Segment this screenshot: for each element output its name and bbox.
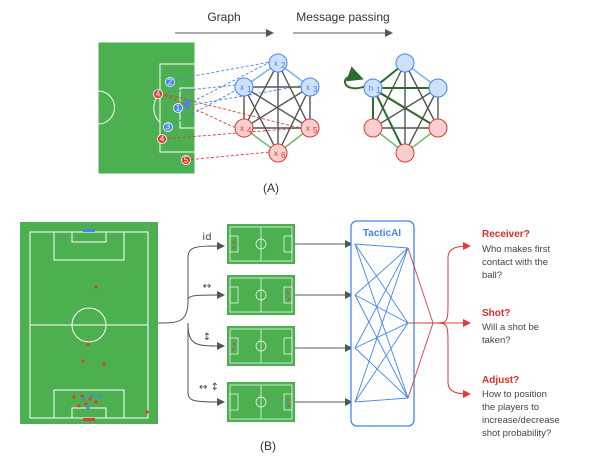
svg-text:taken?: taken? — [482, 335, 511, 346]
mini-pitch-4 — [227, 382, 295, 422]
svg-text:3: 3 — [313, 85, 318, 94]
graph-right: h 1 — [343, 53, 448, 163]
variant-connector — [157, 245, 223, 403]
node-red — [363, 118, 383, 138]
defender-marker — [157, 134, 167, 144]
attacker-marker — [163, 122, 173, 132]
blue-dashed-links — [167, 61, 301, 127]
svg-text:x: x — [274, 149, 278, 158]
question-receiver: Receiver? Who makes first contact with t… — [482, 229, 550, 281]
svg-text:ball?: ball? — [482, 270, 502, 281]
part-a: Graph Message passing — [97, 10, 448, 195]
mini-pitch-1 — [227, 224, 295, 264]
full-pitch — [20, 222, 158, 424]
svg-text:Will a shot be: Will a shot be — [482, 322, 539, 333]
svg-text:x: x — [306, 83, 310, 92]
svg-text:Adjust?: Adjust? — [482, 375, 519, 386]
defender-marker — [181, 155, 191, 165]
variant-label-identity: id — [202, 232, 211, 243]
svg-text:x: x — [240, 83, 244, 92]
player-dots — [72, 285, 149, 414]
svg-text:the players to: the players to — [482, 402, 539, 413]
node-blue — [428, 78, 448, 98]
svg-text:shot probability?: shot probability? — [482, 428, 551, 439]
node-x5 — [300, 118, 320, 138]
graph-left: x 2 x 1 x 3 x 4 x 5 x 6 — [234, 53, 320, 163]
svg-text:1: 1 — [376, 86, 381, 95]
svg-text:1: 1 — [247, 85, 252, 94]
red-dashed-links — [159, 92, 301, 161]
svg-text:6: 6 — [281, 151, 286, 160]
tacticai-label: TacticAI — [363, 228, 401, 239]
attacker-marker — [173, 103, 183, 113]
svg-text:2: 2 — [281, 61, 286, 70]
self-loop-arrow — [343, 66, 367, 90]
svg-text:5: 5 — [313, 126, 318, 135]
mini-pitch-3 — [227, 326, 295, 366]
message-passing-header: Message passing — [296, 10, 389, 24]
svg-text:5: 5 — [184, 156, 189, 165]
caption-a: (A) — [263, 181, 279, 195]
graph-header: Graph — [207, 10, 240, 24]
node-blue — [395, 53, 415, 73]
node-x3 — [300, 77, 320, 97]
node-red — [428, 118, 448, 138]
svg-text:x: x — [240, 124, 244, 133]
svg-text:Receiver?: Receiver? — [482, 229, 530, 240]
node-x1 — [234, 77, 254, 97]
svg-text:4: 4 — [156, 90, 161, 99]
players-a: 2 1 3 4 4 5 — [153, 77, 191, 165]
svg-text:contact with the: contact with the — [482, 257, 548, 268]
question-shot: Shot? Will a shot be taken? — [482, 308, 539, 346]
svg-text:x: x — [274, 59, 278, 68]
defender-marker — [153, 89, 163, 99]
node-red — [395, 143, 415, 163]
svg-text:4: 4 — [160, 135, 165, 144]
output-connector — [432, 242, 471, 398]
svg-text:Shot?: Shot? — [482, 308, 510, 319]
svg-text:3: 3 — [166, 123, 171, 132]
node-x2 — [268, 53, 288, 73]
attacker-marker — [185, 100, 189, 109]
caption-b: (B) — [260, 439, 276, 453]
svg-text:h: h — [369, 84, 373, 93]
variant-label-horizontal: ↔ — [203, 281, 211, 292]
svg-text:2: 2 — [168, 78, 173, 87]
svg-text:How to position: How to position — [482, 389, 547, 400]
svg-text:4: 4 — [247, 126, 252, 135]
tacticai-box: TacticAI — [350, 220, 434, 427]
node-x4 — [234, 118, 254, 138]
attacker-marker — [165, 77, 175, 87]
part-b: id ↔ ↕ ↔ ↕ — [20, 220, 560, 453]
svg-text:Who makes first: Who makes first — [482, 244, 550, 255]
question-adjust: Adjust? How to position the players to i… — [482, 375, 560, 439]
variant-label-both: ↔ ↕ — [199, 382, 219, 393]
svg-text:x: x — [306, 124, 310, 133]
node-x6 — [268, 143, 288, 163]
mini-pitch-2 — [227, 275, 295, 315]
svg-text:1: 1 — [176, 104, 181, 113]
svg-text:increase/decrease: increase/decrease — [482, 415, 560, 426]
variant-label-vertical: ↕ — [203, 332, 211, 343]
node-h1 — [363, 78, 383, 98]
